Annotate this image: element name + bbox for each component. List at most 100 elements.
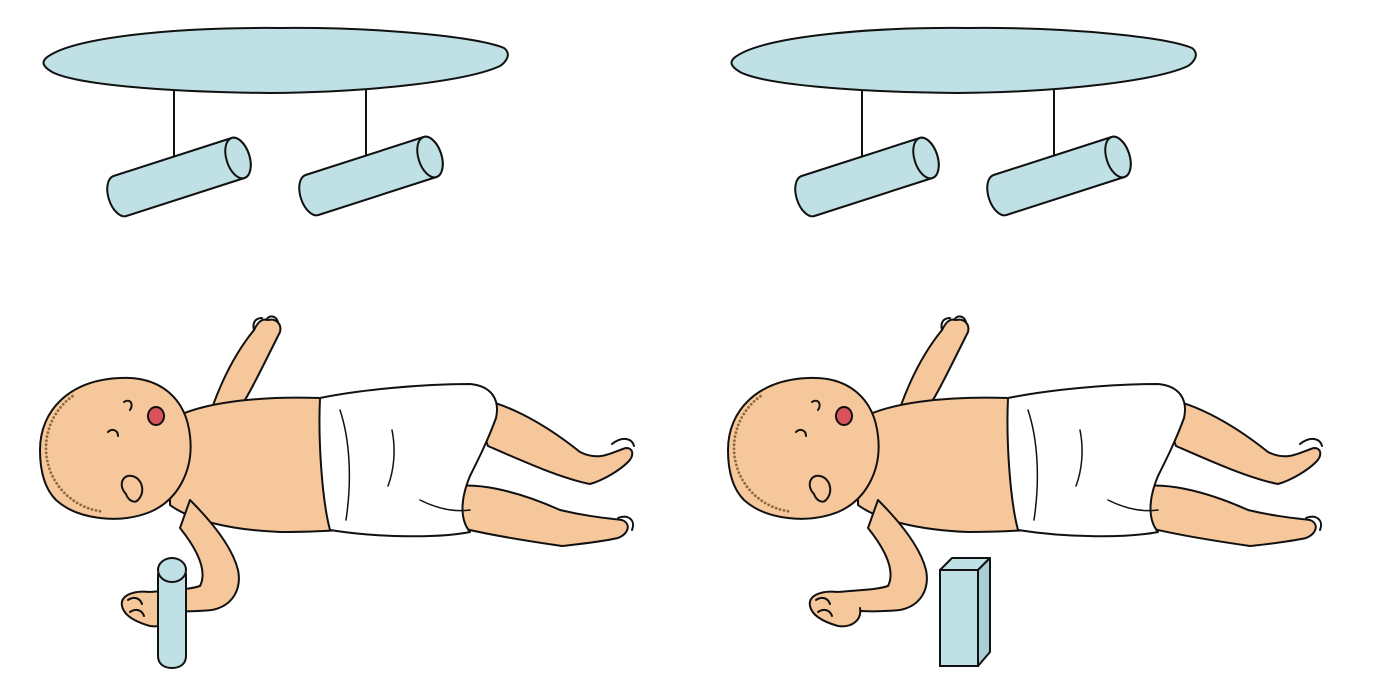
right-baby-mouth xyxy=(836,407,852,425)
right-baby-hair-dot xyxy=(735,464,738,467)
right-baby-hair-dot xyxy=(738,471,741,474)
right-baby-hair-dot xyxy=(756,397,759,400)
left-baby-hair-dot xyxy=(59,406,62,409)
right-baby-hair-dot xyxy=(751,492,754,495)
right-baby-hair-dot xyxy=(759,395,762,398)
right-held-block-front xyxy=(940,570,978,666)
left-baby-hair-dot xyxy=(60,489,63,492)
left-baby-hair-dot xyxy=(76,502,79,505)
right-baby-hair-dot xyxy=(739,420,742,423)
right-baby-hair-dot xyxy=(733,439,736,442)
right-baby-hair-dot xyxy=(733,456,736,459)
right-baby-hair-dot xyxy=(748,489,751,492)
left-baby-hair-dot xyxy=(71,395,74,398)
right-baby-hair-dot xyxy=(737,424,740,427)
left-baby-hair-dot xyxy=(47,464,50,467)
left-baby-hair-dot xyxy=(45,439,48,442)
right-baby-hair-dot xyxy=(741,479,744,482)
left-baby-hair-dot xyxy=(54,413,57,416)
right-baby-hair-dot xyxy=(787,510,790,513)
left-baby-hair-dot xyxy=(91,508,94,511)
left-baby-hair-dot xyxy=(45,447,48,450)
left-baby-hair-dot xyxy=(50,471,53,474)
right-baby-head xyxy=(728,378,879,519)
right-baby-hair-dot xyxy=(775,507,778,510)
left-baby-hair-dot xyxy=(46,460,49,463)
right-baby-hair-dot xyxy=(735,431,738,434)
right-baby-hair-dot xyxy=(733,443,736,446)
right-baby-hair-dot xyxy=(771,505,774,508)
right-baby-hair-dot xyxy=(757,497,760,500)
right-hanging-cylinder-right xyxy=(983,133,1136,218)
left-baby-hair-dot xyxy=(79,504,82,507)
right-baby-hair-dot xyxy=(760,499,763,502)
left-baby-hair-dot xyxy=(52,416,55,419)
left-baby-hair-dot xyxy=(99,510,102,513)
left-baby-hair-dot xyxy=(63,492,66,495)
right-held-block xyxy=(940,558,990,666)
right-baby-hair-dot xyxy=(736,427,739,430)
left-baby-hair-dot xyxy=(46,435,49,438)
right-baby-lower-leg xyxy=(1128,486,1316,546)
left-baby-hair-dot xyxy=(95,509,98,512)
right-baby-hair-dot xyxy=(736,467,739,470)
right-baby-hair-dot xyxy=(734,460,737,463)
left-baby-mouth xyxy=(148,407,164,425)
left-held-cylinder-top xyxy=(158,558,186,582)
left-baby-hair-dot xyxy=(47,431,50,434)
right-baby-hair-dot xyxy=(743,482,746,485)
left-baby-hair-dot xyxy=(45,452,48,455)
right-baby-hair-dot xyxy=(779,508,782,511)
left-baby-hair-dot xyxy=(45,443,48,446)
right-baby-hair-dot xyxy=(767,504,770,507)
left-held-cylinder-body xyxy=(158,574,186,668)
left-held-cylinder xyxy=(158,558,186,668)
left-baby-hair-dot xyxy=(53,479,56,482)
right-baby-hair-dot xyxy=(746,485,749,488)
right-baby-hair-dot xyxy=(740,416,743,419)
right-baby-hair-dot xyxy=(754,494,757,497)
left-baby-hair-dot xyxy=(65,400,68,403)
right-baby xyxy=(728,316,1322,626)
left-baby-hair-dot xyxy=(83,505,86,508)
left-baby-hair-dot xyxy=(49,424,52,427)
right-held-block-side xyxy=(978,558,990,666)
right-baby-hair-dot xyxy=(734,435,737,438)
left-baby-head xyxy=(40,378,191,519)
left-baby-hair-dot xyxy=(48,467,51,470)
right-baby-hair-dot xyxy=(733,452,736,455)
left-baby-hair-dot xyxy=(68,397,71,400)
right-mobile xyxy=(732,28,1196,220)
left-baby-hair-dot xyxy=(62,403,65,406)
left-baby-hair-dot xyxy=(87,507,90,510)
panel-left-cylinder-condition xyxy=(0,0,688,678)
right-hanging-cylinder-left xyxy=(791,134,944,219)
left-baby-hair-dot xyxy=(45,456,48,459)
right-baby-hair-dot xyxy=(745,409,748,412)
left-mobile xyxy=(44,28,508,220)
left-baby-hair-dot xyxy=(51,475,54,478)
left-baby-hair-dot xyxy=(57,409,60,412)
left-baby-hair-dot xyxy=(72,499,75,502)
left-hanging-cylinder-right xyxy=(295,133,448,218)
right-baby-hair-dot xyxy=(764,502,767,505)
right-baby-hair-dot xyxy=(733,447,736,450)
left-hanging-cylinder-left xyxy=(103,134,256,219)
left-baby-hair-dot xyxy=(55,482,58,485)
left-baby-hair-dot xyxy=(51,420,54,423)
left-baby-hair-dot xyxy=(58,485,61,488)
right-baby-hair-dot xyxy=(753,400,756,403)
left-baby-hair-dot xyxy=(69,497,72,500)
right-baby-hair-dot xyxy=(739,475,742,478)
panel-left-drawing xyxy=(0,0,688,678)
panel-right-drawing xyxy=(688,0,1375,678)
right-baby-hair-dot xyxy=(750,403,753,406)
left-baby xyxy=(40,316,634,626)
left-baby-hair-dot xyxy=(66,494,69,497)
left-baby-hair-dot xyxy=(48,427,51,430)
left-baby-lower-leg xyxy=(440,486,628,546)
right-baby-hair-dot xyxy=(747,406,750,409)
right-baby-hair-dot xyxy=(783,509,786,512)
left-mobile-disc xyxy=(44,28,508,93)
